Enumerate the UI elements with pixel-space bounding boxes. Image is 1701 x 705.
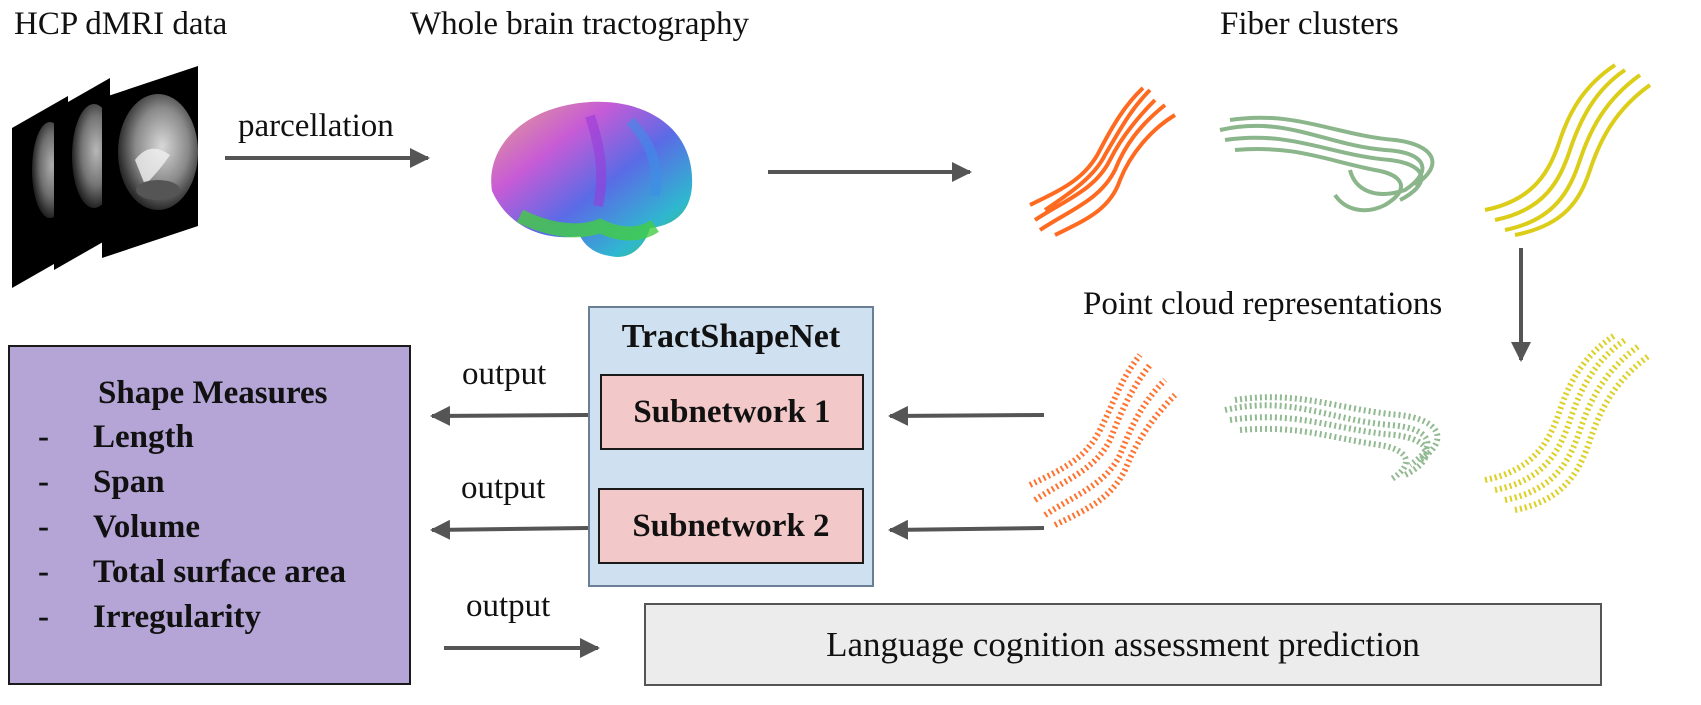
fiber-cluster-yellow [1484,63,1652,237]
fiber-clusters-title: Fiber clusters [1220,6,1399,42]
shape-measures-box: Shape Measures -Length -Span -Volume -To… [8,345,411,685]
measure-item: -Span [38,464,165,500]
prediction-label: Language cognition assessment prediction [826,624,1420,664]
arrow-subnet2-to-measures [430,519,589,540]
fiber-cluster-green [1219,115,1435,213]
measure-item: -Length [38,419,194,455]
output-label-1: output [462,356,547,392]
arrow-pointcloud-to-subnet1 [888,405,1045,426]
tractshapenet-box: TractShapeNet Subnetwork 1 Subnetwork 2 [588,306,874,587]
shape-measures-title: Shape Measures [98,375,328,411]
mri-slices-image [12,66,198,288]
measure-item: -Total surface area [38,554,346,590]
parcellation-label: parcellation [238,108,394,144]
point-cloud-title: Point cloud representations [1083,286,1443,322]
fiber-cluster-orange [1029,86,1177,237]
tractshapenet-title: TractShapeNet [621,318,841,355]
arrow-subnet1-to-measures [430,405,589,426]
measure-item: -Volume [38,509,200,545]
arrow-pointcloud-to-subnet2 [888,519,1045,540]
output-label-2: output [461,470,546,506]
subnetwork-1-box: Subnetwork 1 [600,374,864,450]
point-cloud-orange [1028,353,1178,528]
point-clouds-image [1028,332,1652,528]
tractography-brain-image [491,101,693,257]
point-cloud-green [1224,394,1441,483]
hcp-data-title: HCP dMRI data [14,6,228,42]
point-cloud-yellow [1484,332,1652,513]
measure-item: -Irregularity [38,599,262,635]
tractography-title: Whole brain tractography [410,6,750,42]
prediction-box: Language cognition assessment prediction [644,603,1602,686]
fiber-clusters-image [1029,63,1652,237]
output-label-3: output [466,588,551,624]
subnetwork-2-box: Subnetwork 2 [598,488,864,564]
